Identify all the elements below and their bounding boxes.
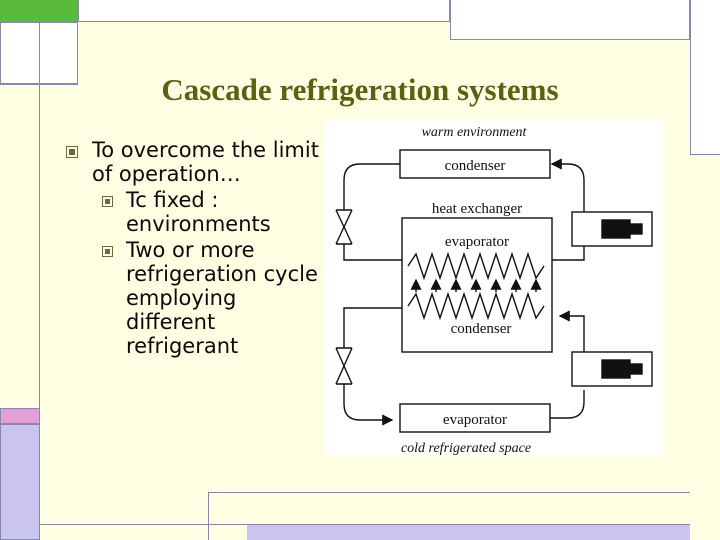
pink-accent-left [0,408,40,424]
top-left-line [343,163,400,210]
square-bullet-icon [102,196,113,207]
bullet-text: Two or more refrigeration cycle employin… [126,238,318,358]
lavender-accent-bottom [247,525,690,540]
bottom-line [40,524,690,525]
bullet-item-3: Two or more refrigeration cycle employin… [56,238,326,358]
compressor-bottom-body [601,359,631,379]
compressor-top-body [601,219,631,239]
bottom-frame-box [208,492,690,540]
bullet-list: To overcome the limit of operation… Tc f… [56,138,326,358]
condenser-mid-label: condenser [451,321,512,337]
compressor-bottom-shaft [629,363,643,375]
bottom-right-lower-line [550,390,585,419]
evaporator-coil [407,251,545,281]
evaporator-bottom-label: evaporator [443,412,507,428]
bullet-text: Tc fixed : environments [126,188,271,236]
top-left-lower-line [343,244,402,261]
bullet-item-2: Tc fixed : environments [56,188,326,236]
lavender-accent-left [0,424,40,540]
condenser-top-label: condenser [445,158,506,174]
warm-environment-label: warm environment [422,125,528,140]
square-bullet-icon [102,246,113,257]
white-block-top-right-a [450,0,690,40]
top-right-upper-line [550,158,585,216]
bullet-item-1: To overcome the limit of operation… [56,138,326,186]
slide-title: Cascade refrigeration systems [161,72,559,107]
square-bullet-icon [66,146,78,158]
frame-top-left [0,0,40,540]
bottom-right-upper-line [558,310,585,356]
cascade-diagram-svg: warm environment condenser heat exchange… [335,125,653,456]
bottom-left-lower-line [343,384,394,426]
evaporator-mid-label: evaporator [445,234,509,250]
expansion-valve-bottom [335,347,353,385]
bottom-left-upper-line [343,307,402,348]
heat-exchanger-label: heat exchanger [432,201,522,217]
horizontal-line-title [0,84,78,85]
condenser-coil [407,291,545,321]
compressor-top-shaft [629,223,643,235]
evaporator-bottom-box [399,403,551,433]
cold-space-label: cold refrigerated space [401,441,531,456]
white-block-top-mid [78,0,450,22]
right-white-panel-bottom [690,155,720,540]
expansion-valve-top [335,209,353,245]
white-block-top-right-b [690,0,720,155]
cascade-diagram: warm environment condenser heat exchange… [324,120,664,456]
bullet-text: To overcome the limit of operation… [92,138,319,186]
condenser-top-box [399,149,551,179]
